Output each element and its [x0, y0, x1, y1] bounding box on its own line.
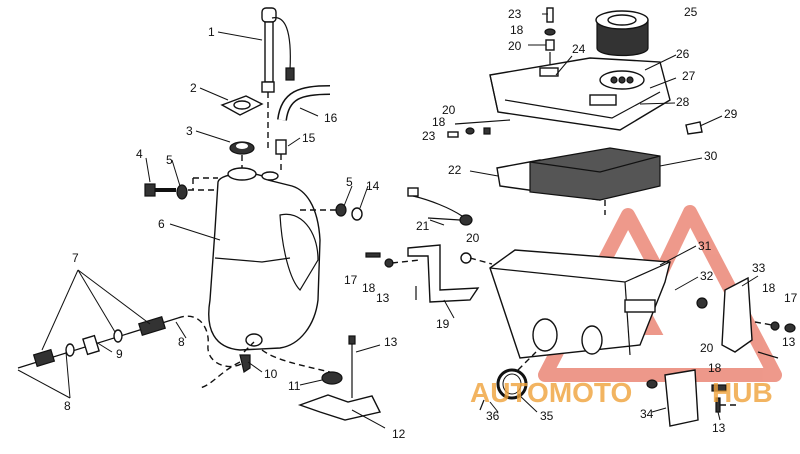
vent-fitting-part — [275, 139, 287, 170]
callout-27: 27 — [682, 69, 696, 83]
callout-9: 9 — [116, 347, 123, 361]
callout-26: 26 — [676, 47, 690, 61]
grommet-part-5-14 — [300, 203, 363, 221]
mount-bracket-part-34 — [646, 369, 738, 427]
callout-23-left: 23 — [422, 129, 436, 143]
callout-13-right: 13 — [782, 335, 796, 349]
sensor-part-21 — [407, 187, 473, 226]
callout-4: 4 — [136, 147, 143, 161]
callout-3: 3 — [186, 124, 193, 138]
callout-6: 6 — [158, 217, 165, 231]
airbox-base-part — [489, 249, 671, 359]
callout-18-left: 18 — [432, 115, 446, 129]
callout-18-bottom: 18 — [708, 361, 722, 375]
callout-1: 1 — [208, 25, 215, 39]
fuel-tank-part — [208, 167, 321, 351]
callout-14: 14 — [366, 179, 380, 193]
callout-23-top: 23 — [508, 7, 522, 21]
callout-22: 22 — [448, 163, 462, 177]
mount-bracket-part — [261, 335, 382, 421]
callout-30: 30 — [704, 149, 718, 163]
callout-13-bottom: 13 — [712, 421, 726, 435]
callout-36: 36 — [486, 409, 500, 423]
callout-5: 5 — [166, 153, 173, 167]
air-filter-element-part — [595, 10, 649, 57]
callout-13-bracket: 13 — [376, 291, 390, 305]
leader-lines — [17, 13, 759, 429]
callout-labels: 1 2 3 4 5 5 6 7 8 8 9 10 11 12 13 13 13 … — [64, 5, 798, 441]
callout-5-right: 5 — [346, 175, 353, 189]
gasket-part — [220, 95, 264, 116]
callout-18-bracket: 18 — [362, 281, 376, 295]
callout-19: 19 — [436, 317, 450, 331]
callout-20-left: 20 — [442, 103, 456, 117]
fuel-line-part — [17, 315, 255, 369]
callout-18-top: 18 — [510, 23, 524, 37]
callout-7: 7 — [72, 251, 79, 265]
callout-25: 25 — [684, 5, 698, 19]
watermark-text-left: AUTOMOTO — [470, 377, 632, 408]
callout-20-mid: 20 — [466, 231, 480, 245]
screw-stack-left — [447, 119, 511, 138]
callout-34: 34 — [640, 407, 654, 421]
watermark-text-right: HUB — [712, 377, 773, 408]
mount-bracket-part-33 — [696, 276, 796, 359]
hose-clamp-part — [479, 351, 537, 411]
callout-10: 10 — [264, 367, 278, 381]
callout-2: 2 — [190, 81, 197, 95]
callout-21: 21 — [416, 219, 430, 233]
callout-31: 31 — [698, 239, 712, 253]
watermark-text: AUTOMOTO HUB — [470, 377, 773, 408]
callout-20-right: 20 — [700, 341, 714, 355]
callout-35: 35 — [540, 409, 554, 423]
filter-foam-part — [496, 147, 661, 215]
callout-16: 16 — [324, 111, 338, 125]
bolt-part-4 — [144, 177, 218, 200]
clip-part-29 — [685, 121, 703, 135]
callout-18-right: 18 — [762, 281, 776, 295]
filler-ring-part — [229, 141, 255, 168]
callout-8-lower: 8 — [64, 399, 71, 413]
callout-17-left: 17 — [344, 273, 358, 287]
callout-13-tank: 13 — [384, 335, 398, 349]
fuel-sender-part — [261, 7, 295, 150]
callout-11: 11 — [288, 379, 301, 393]
callout-12: 12 — [392, 427, 406, 441]
mount-bracket-part-19 — [365, 244, 493, 303]
elbow-fitting-part — [199, 354, 251, 389]
callout-20-top: 20 — [508, 39, 522, 53]
callout-29: 29 — [724, 107, 738, 121]
callout-28: 28 — [676, 95, 690, 109]
airbox-lid-part — [489, 57, 671, 131]
callout-24: 24 — [572, 42, 586, 56]
callout-17-right: 17 — [784, 291, 798, 305]
callout-8-right: 8 — [178, 335, 185, 349]
callout-15: 15 — [302, 131, 316, 145]
callout-33: 33 — [752, 261, 766, 275]
callout-32: 32 — [700, 269, 714, 283]
